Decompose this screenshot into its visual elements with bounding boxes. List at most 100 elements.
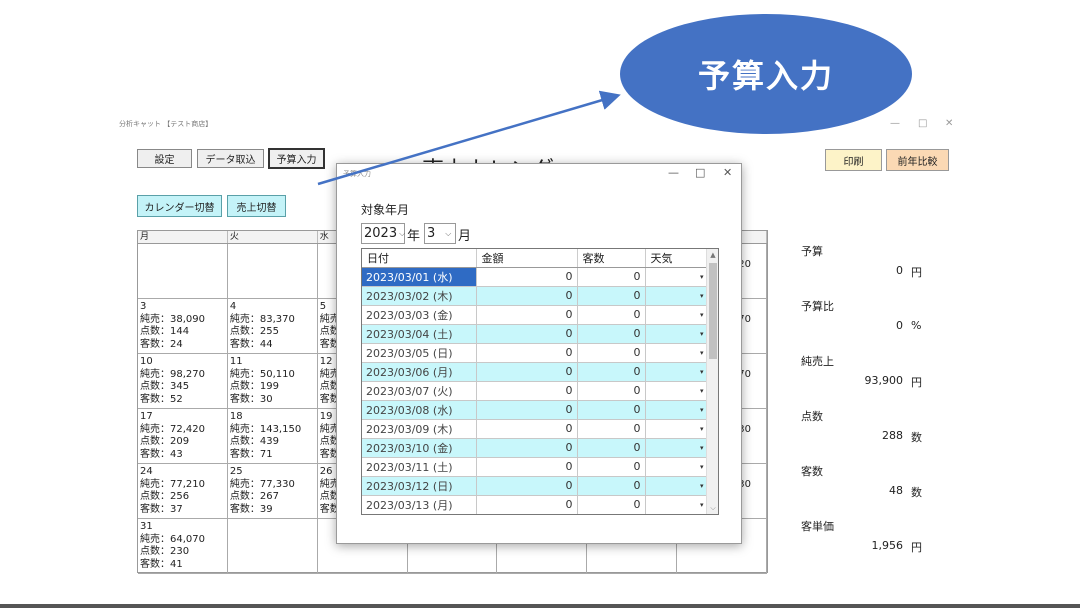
weather-dropdown[interactable]: ▾: [645, 381, 709, 401]
weather-dropdown[interactable]: ▾: [645, 286, 709, 306]
customers-cell[interactable]: 0: [577, 343, 646, 363]
amount-cell[interactable]: 0: [476, 495, 578, 514]
amount-cell[interactable]: 0: [476, 305, 578, 325]
amount-cell[interactable]: 0: [476, 400, 578, 420]
day-metric: 純売：143,150: [229, 423, 302, 435]
calendar-day-cell[interactable]: [587, 519, 678, 574]
weather-dropdown[interactable]: ▾: [645, 343, 709, 363]
amount-cell[interactable]: 0: [476, 343, 578, 363]
weather-dropdown[interactable]: ▾: [645, 324, 709, 344]
weather-dropdown[interactable]: ▾: [645, 495, 709, 514]
customers-cell[interactable]: 0: [577, 438, 646, 458]
month-select[interactable]: 3⌵: [424, 223, 456, 244]
weather-dropdown[interactable]: ▾: [645, 400, 709, 420]
customers-cell[interactable]: 0: [577, 267, 646, 287]
scroll-thumb[interactable]: [709, 263, 717, 359]
calendar-day-cell[interactable]: [677, 519, 767, 574]
customers-cell[interactable]: 0: [577, 419, 646, 439]
amount-cell[interactable]: 0: [476, 324, 578, 344]
sales-toggle-button[interactable]: 売上切替: [227, 195, 286, 217]
customers-cell[interactable]: 0: [577, 457, 646, 477]
calendar-day-cell[interactable]: [497, 519, 588, 574]
dialog-maximize-icon[interactable]: □: [695, 166, 706, 179]
amount-cell[interactable]: 0: [476, 476, 578, 496]
summary-value: 0: [896, 319, 903, 332]
column-header-amount[interactable]: 金額: [476, 249, 578, 268]
customers-cell[interactable]: 0: [577, 362, 646, 382]
customers-cell[interactable]: 0: [577, 305, 646, 325]
column-header-date[interactable]: 日付: [362, 249, 477, 268]
weather-dropdown[interactable]: ▾: [645, 267, 709, 287]
year-select[interactable]: 2023⌵: [361, 223, 405, 244]
customers-cell[interactable]: 0: [577, 286, 646, 306]
day-metric: 純売：77,210: [140, 478, 205, 490]
calendar-day-cell[interactable]: [138, 244, 228, 299]
year-compare-button[interactable]: 前年比較: [886, 149, 949, 171]
column-header-customers[interactable]: 客数: [577, 249, 646, 268]
calendar-day-cell[interactable]: [227, 519, 318, 574]
maximize-icon[interactable]: □: [918, 118, 928, 129]
customers-cell[interactable]: 0: [577, 381, 646, 401]
settings-button[interactable]: 設定: [137, 149, 192, 168]
weather-dropdown[interactable]: ▾: [645, 362, 709, 382]
date-cell: 2023/03/09 (木): [362, 419, 477, 439]
calendar-day-cell[interactable]: [317, 519, 408, 574]
weather-dropdown[interactable]: ▾: [645, 457, 709, 477]
customers-cell[interactable]: 0: [577, 476, 646, 496]
vertical-scrollbar[interactable]: ▲ ⌵: [706, 249, 718, 514]
dialog-minimize-icon[interactable]: —: [668, 166, 679, 179]
scroll-up-icon[interactable]: ▲: [710, 251, 716, 259]
minimize-icon[interactable]: —: [890, 118, 900, 129]
amount-cell[interactable]: 0: [476, 286, 578, 306]
weather-dropdown[interactable]: ▾: [645, 476, 709, 496]
scroll-down-icon[interactable]: ⌵: [710, 504, 716, 512]
customers-cell[interactable]: 0: [577, 400, 646, 420]
calendar-day-cell[interactable]: [227, 244, 318, 299]
date-cell: 2023/03/01 (水): [362, 267, 477, 287]
calendar-toggle-button[interactable]: カレンダー切替: [137, 195, 222, 217]
day-metric: 点数: [319, 381, 340, 392]
column-header-weather[interactable]: 天気: [645, 249, 709, 268]
amount-cell[interactable]: 0: [476, 381, 578, 401]
amount-cell[interactable]: 0: [476, 438, 578, 458]
amount-cell[interactable]: 0: [476, 267, 578, 287]
dialog-close-icon[interactable]: ✕: [723, 166, 733, 179]
amount-cell[interactable]: 0: [476, 457, 578, 477]
close-icon[interactable]: ✕: [945, 118, 954, 129]
calendar-day-cell[interactable]: [407, 519, 498, 574]
print-button[interactable]: 印刷: [825, 149, 882, 171]
day-metric: 純売：64,070: [140, 533, 205, 545]
amount-cell[interactable]: 0: [476, 362, 578, 382]
customers-cell[interactable]: 0: [577, 495, 646, 514]
summary-label: 予算比: [801, 300, 834, 313]
weather-dropdown[interactable]: ▾: [645, 419, 709, 439]
data-import-button[interactable]: データ取込: [197, 149, 264, 168]
amount-cell[interactable]: 0: [476, 419, 578, 439]
budget-input-button[interactable]: 予算入力: [268, 148, 325, 169]
customers-cell[interactable]: 0: [577, 324, 646, 344]
weather-dropdown[interactable]: ▾: [645, 438, 709, 458]
weather-dropdown[interactable]: ▾: [645, 305, 709, 325]
